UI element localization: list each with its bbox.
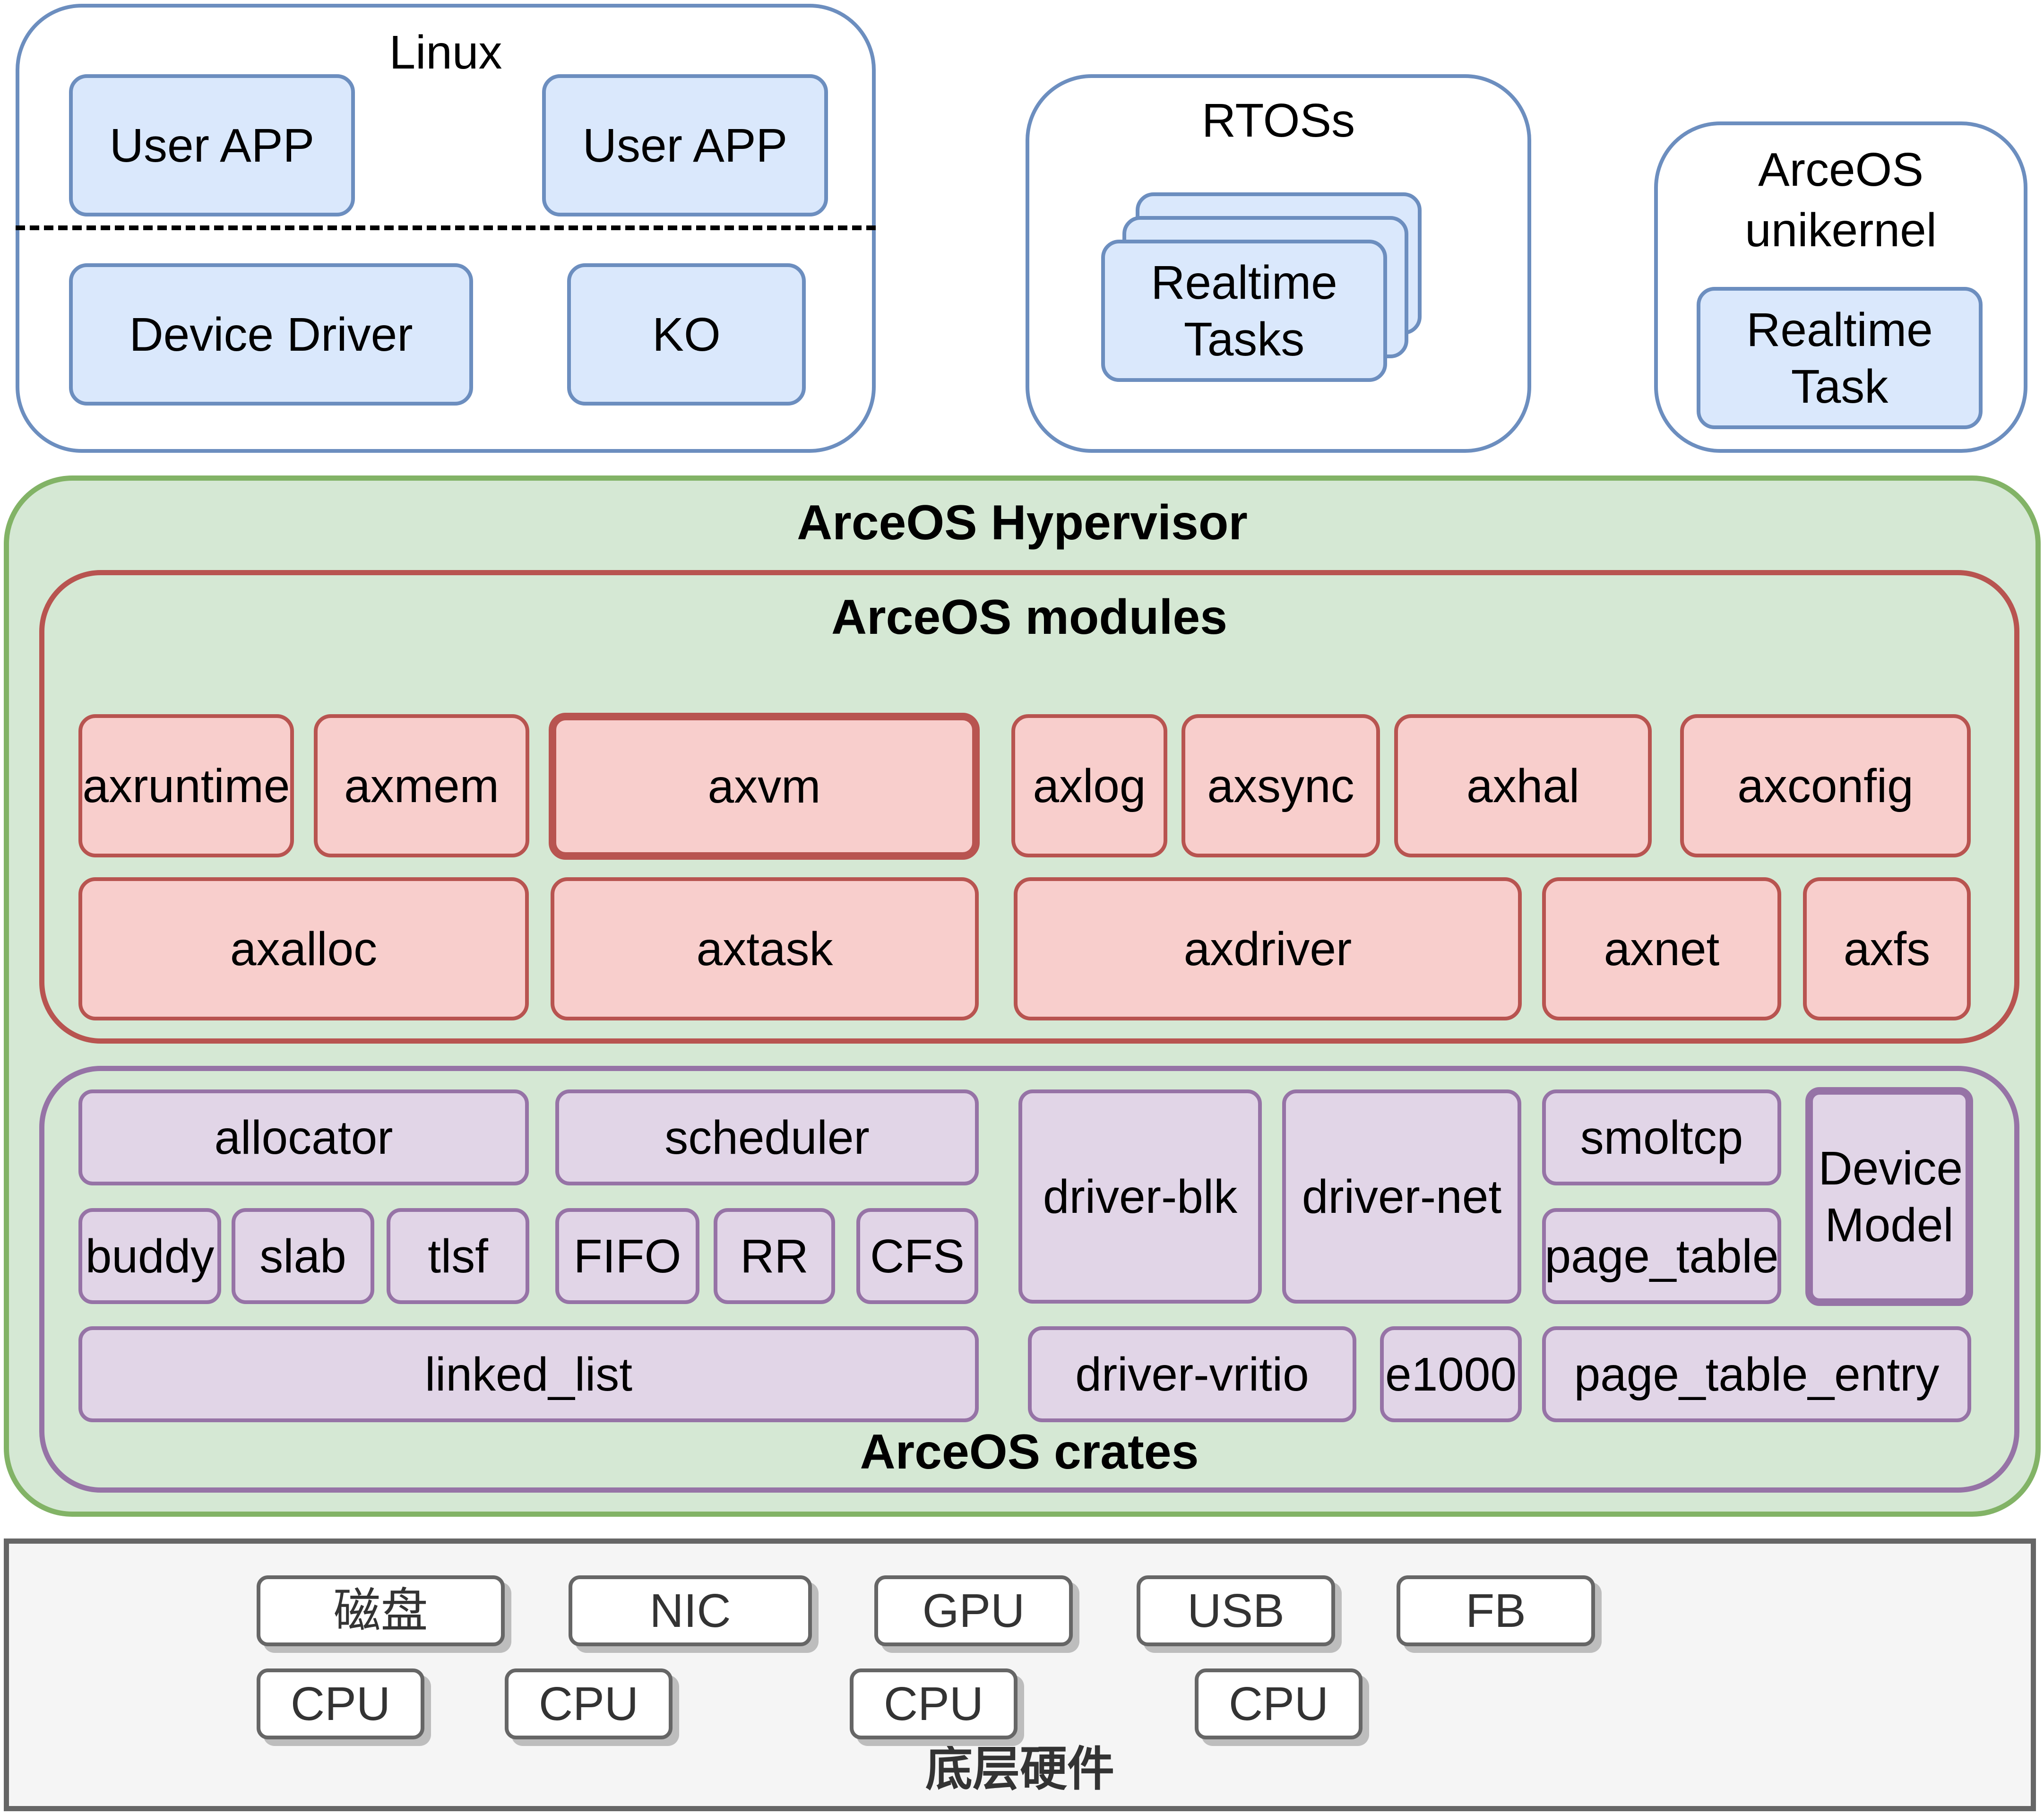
hw-disk: 磁盘 bbox=[257, 1575, 505, 1646]
crate-buddy: buddy bbox=[78, 1208, 221, 1304]
crate-page-table-entry: page_table_entry bbox=[1542, 1326, 1971, 1422]
crate-slab: slab bbox=[232, 1208, 374, 1304]
linux-ko: KO bbox=[567, 263, 806, 406]
module-axtask: axtask bbox=[551, 877, 979, 1020]
crate-driver-net: driver-net bbox=[1282, 1089, 1521, 1304]
modules-title: ArceOS modules bbox=[831, 590, 1228, 645]
module-axlog: axlog bbox=[1011, 714, 1167, 857]
crate-driver-vritio: driver-vritio bbox=[1028, 1326, 1356, 1422]
linux-device-driver: Device Driver bbox=[69, 263, 473, 406]
hw-cpu-3: CPU bbox=[850, 1668, 1018, 1739]
unikernel-title: ArceOS unikernel bbox=[1745, 143, 1937, 257]
module-axfs: axfs bbox=[1803, 877, 1971, 1020]
hardware-title: 底层硬件 bbox=[925, 1743, 1114, 1796]
linux-user-kernel-divider bbox=[16, 225, 876, 230]
module-axnet: axnet bbox=[1542, 877, 1781, 1020]
crate-tlsf: tlsf bbox=[387, 1208, 529, 1304]
hw-cpu-1: CPU bbox=[257, 1668, 424, 1739]
linux-title: Linux bbox=[389, 26, 502, 79]
module-axdriver: axdriver bbox=[1014, 877, 1522, 1020]
linux-user-app-1: User APP bbox=[69, 74, 355, 216]
module-axsync: axsync bbox=[1182, 714, 1380, 857]
hw-usb: USB bbox=[1137, 1575, 1335, 1646]
module-axconfig: axconfig bbox=[1680, 714, 1971, 857]
module-axhal: axhal bbox=[1394, 714, 1652, 857]
module-axruntime: axruntime bbox=[78, 714, 294, 857]
rtos-realtime-tasks: Realtime Tasks bbox=[1101, 240, 1387, 382]
rtos-title: RTOSs bbox=[1201, 94, 1355, 147]
module-axmem: axmem bbox=[314, 714, 529, 857]
hw-gpu: GPU bbox=[874, 1575, 1073, 1646]
crate-e1000: e1000 bbox=[1380, 1326, 1522, 1422]
crate-rr: RR bbox=[714, 1208, 835, 1304]
arceos-modules: ArceOS modules bbox=[39, 570, 2019, 1044]
crate-cfs: CFS bbox=[856, 1208, 978, 1304]
module-axalloc: axalloc bbox=[78, 877, 529, 1020]
unikernel-realtime-task-label: Realtime Task bbox=[1746, 303, 1933, 413]
rtos-realtime-tasks-label: Realtime Tasks bbox=[1151, 256, 1337, 366]
crate-allocator: allocator bbox=[78, 1089, 529, 1185]
crate-device-model: Device Model bbox=[1805, 1087, 1973, 1306]
crate-device-model-label: Device Model bbox=[1818, 1141, 1963, 1252]
hw-fb: FB bbox=[1397, 1575, 1595, 1646]
hw-nic: NIC bbox=[569, 1575, 812, 1646]
crate-page-table: page_table bbox=[1542, 1208, 1781, 1304]
unikernel-realtime-task: Realtime Task bbox=[1697, 287, 1983, 429]
crate-smoltcp: smoltcp bbox=[1542, 1089, 1781, 1185]
linux-user-app-2: User APP bbox=[542, 74, 828, 216]
arceos-crates: ArceOS crates bbox=[39, 1066, 2019, 1493]
hw-cpu-4: CPU bbox=[1195, 1668, 1363, 1739]
crate-driver-blk: driver-blk bbox=[1018, 1089, 1262, 1304]
hypervisor-title: ArceOS Hypervisor bbox=[797, 495, 1248, 550]
crates-title: ArceOS crates bbox=[860, 1425, 1199, 1479]
module-axvm: axvm bbox=[549, 713, 980, 860]
crate-fifo: FIFO bbox=[555, 1208, 699, 1304]
crate-linked-list: linked_list bbox=[78, 1326, 979, 1422]
hw-cpu-2: CPU bbox=[505, 1668, 673, 1739]
crate-scheduler: scheduler bbox=[555, 1089, 979, 1185]
